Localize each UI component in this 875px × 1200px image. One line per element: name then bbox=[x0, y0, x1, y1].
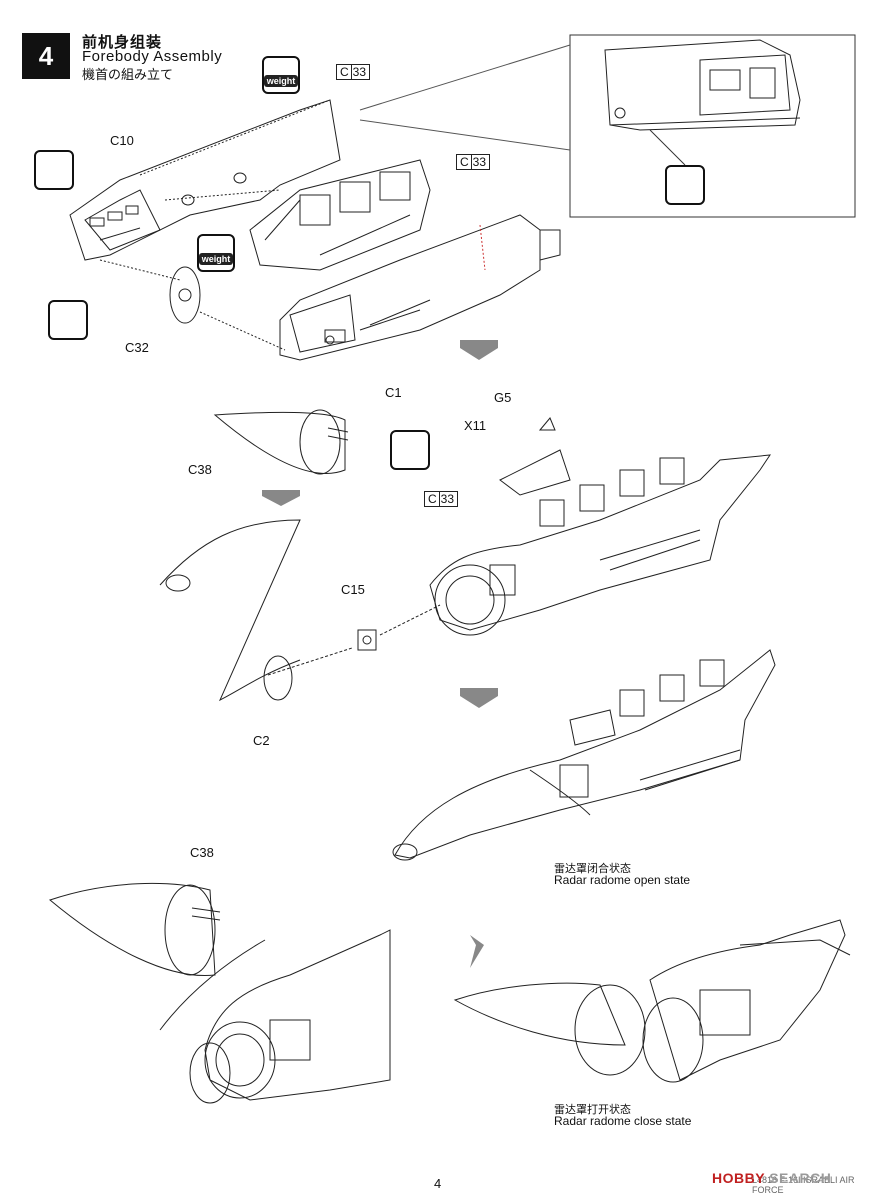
label-c10: C10 bbox=[110, 133, 134, 148]
radome-c38-open-left bbox=[48, 882, 221, 977]
arrow-down-icon bbox=[262, 490, 300, 506]
forebody-left-half bbox=[69, 99, 341, 261]
detail-inset-box bbox=[569, 34, 856, 218]
step-title-cn: 前机身组装 bbox=[82, 33, 163, 51]
footer-code: L4816 F-16I ISRAELI AIR FORCE bbox=[752, 1175, 855, 1195]
caption-close-en: Radar radome close state bbox=[554, 1114, 692, 1128]
cement-icon bbox=[665, 165, 705, 205]
radome-outline-ghost bbox=[159, 519, 301, 702]
page-number: 4 bbox=[434, 1176, 442, 1191]
label-c15: C15 bbox=[341, 582, 365, 597]
radome-c38-closed bbox=[213, 409, 349, 475]
weight-label: weight bbox=[263, 75, 299, 87]
weight-label: weight bbox=[198, 253, 234, 265]
label-g5: G5 bbox=[494, 390, 512, 405]
label-c1: C1 bbox=[385, 385, 402, 400]
step-title-en: Forebody Assembly bbox=[82, 48, 223, 65]
watermark-brand: HOBBY bbox=[712, 1170, 765, 1186]
step-title-jp: 機首の組み立て bbox=[82, 68, 174, 83]
cement-icon bbox=[48, 300, 88, 340]
forebody-right-half bbox=[279, 214, 561, 361]
radar-bulkhead-c32 bbox=[169, 266, 201, 324]
label-x11: X11 bbox=[464, 418, 487, 433]
forebody-assembled-1 bbox=[429, 417, 772, 636]
caption-open-cn: 雷达罩闭合状态 bbox=[554, 862, 631, 875]
weight-icon: weight bbox=[197, 234, 235, 272]
cockpit-tub bbox=[249, 159, 431, 271]
forebody-radome-closed bbox=[392, 649, 776, 861]
bulkhead-c2 bbox=[263, 655, 293, 701]
watermark: HOBBY SEARCH bbox=[712, 1170, 831, 1186]
forebody-open-left bbox=[189, 929, 391, 1104]
weight-icon: weight bbox=[262, 56, 300, 94]
label-c2: C2 bbox=[253, 733, 270, 748]
step-number: 4 bbox=[38, 40, 54, 71]
forebody-open-right bbox=[453, 919, 851, 1083]
watermark-rest: SEARCH bbox=[764, 1170, 832, 1186]
arrow-down-icon bbox=[460, 688, 498, 708]
step-number-box: 4 bbox=[22, 33, 70, 79]
radar-unit-c15 bbox=[357, 629, 377, 651]
cement-icon bbox=[34, 150, 74, 190]
label-c32: C32 bbox=[125, 340, 149, 355]
caption-open-en: Radar radome open state bbox=[554, 873, 691, 887]
arrow-down-icon bbox=[460, 340, 498, 360]
cement-icon bbox=[390, 430, 430, 470]
cockpit-detail-drawing bbox=[604, 39, 801, 131]
label-c38: C38 bbox=[190, 845, 214, 860]
label-c38: C38 bbox=[188, 462, 212, 477]
arrow-right-icon bbox=[470, 935, 484, 968]
caption-close-cn: 雷达罩打开状态 bbox=[554, 1103, 631, 1116]
